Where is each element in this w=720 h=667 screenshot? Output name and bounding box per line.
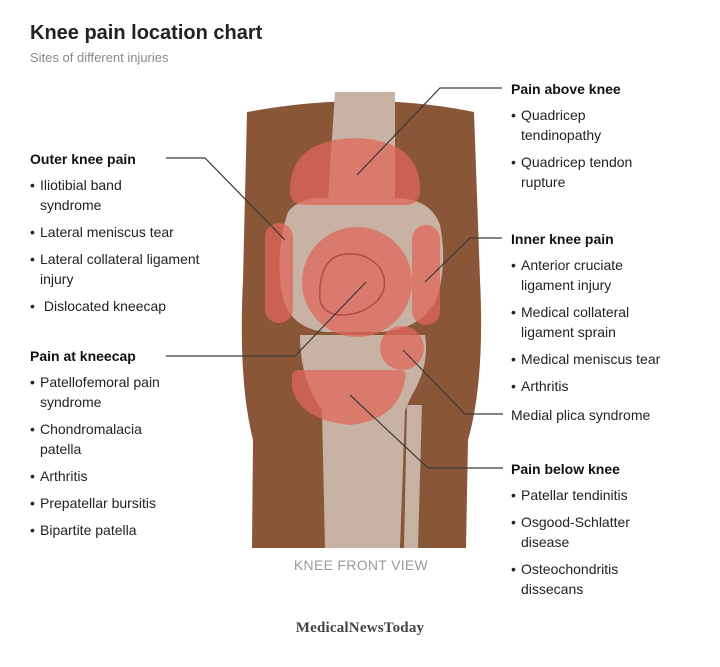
pain-region-above <box>290 138 420 205</box>
pain-region-kneecap <box>302 227 412 337</box>
pain-region-below <box>292 370 406 425</box>
list-item: Chondromalacia patella <box>30 419 180 459</box>
list-item: Osteochondritis dissecans <box>511 559 651 599</box>
pain-below-knee-heading: Pain below knee <box>511 461 620 477</box>
list-item: Dislocated kneecap <box>30 296 220 316</box>
list-item: Quadricep tendon rupture <box>511 152 671 192</box>
list-item: Arthritis <box>30 466 220 486</box>
leader-line-plica <box>402 349 503 415</box>
brand-logo: MedicalNewsToday <box>295 620 425 636</box>
leader-line-inner <box>424 237 502 283</box>
pain-region-outer <box>265 223 293 323</box>
list-item: Medical collateral ligament sprain <box>511 302 671 342</box>
list-item: Lateral meniscus tear <box>30 222 220 242</box>
pain-region-inner <box>412 225 440 325</box>
group-inner-knee-pain: Inner knee pain Anterior cruciate ligame… <box>511 230 701 403</box>
list-item: Patellofemoral pain syndrome <box>30 372 200 412</box>
pain-above-knee-heading: Pain above knee <box>511 81 621 97</box>
leader-line-below <box>349 394 503 469</box>
page-subtitle: Sites of different injuries <box>30 50 169 65</box>
pain-at-kneecap-list: Patellofemoral pain syndrome Chondromala… <box>30 372 220 540</box>
pain-below-knee-list: Patellar tendinitis Osgood-Schlatter dis… <box>511 485 691 599</box>
leader-line-outer <box>166 157 286 241</box>
list-item: Quadricep tendinopathy <box>511 105 641 145</box>
list-item: Osgood-Schlatter disease <box>511 512 661 552</box>
outer-knee-pain-list: Iliotibial band syndrome Lateral meniscu… <box>30 175 220 316</box>
list-item: Lateral collateral ligament injury <box>30 249 200 289</box>
diagram-caption: KNEE FRONT VIEW <box>293 557 429 573</box>
group-pain-below-knee: Pain below knee Patellar tendinitis Osgo… <box>511 460 691 606</box>
inner-knee-pain-heading: Inner knee pain <box>511 231 614 247</box>
fibula-bone <box>404 405 422 548</box>
pain-region-plica <box>380 326 424 370</box>
group-pain-at-kneecap: Pain at kneecap Patellofemoral pain synd… <box>30 347 220 547</box>
list-item: Medical meniscus tear <box>511 349 701 369</box>
medial-plica-label: Medial plica syndrome <box>511 407 651 423</box>
group-pain-above-knee: Pain above knee Quadricep tendinopathy Q… <box>511 80 691 199</box>
list-item: Prepatellar bursitis <box>30 493 220 513</box>
list-item: Anterior cruciate ligament injury <box>511 255 661 295</box>
leader-line-above <box>356 87 502 176</box>
pain-above-knee-list: Quadricep tendinopathy Quadricep tendon … <box>511 105 691 192</box>
pain-at-kneecap-heading: Pain at kneecap <box>30 348 136 364</box>
page-title: Knee pain location chart <box>30 22 263 44</box>
leader-line-kneecap <box>166 281 367 357</box>
group-outer-knee-pain: Outer knee pain Iliotibial band syndrome… <box>30 150 220 323</box>
list-item: Iliotibial band syndrome <box>30 175 170 215</box>
outer-knee-pain-heading: Outer knee pain <box>30 151 136 167</box>
list-item: Arthritis <box>511 376 701 396</box>
inner-knee-pain-list: Anterior cruciate ligament injury Medica… <box>511 255 701 396</box>
list-item: Bipartite patella <box>30 520 220 540</box>
list-item: Patellar tendinitis <box>511 485 691 505</box>
